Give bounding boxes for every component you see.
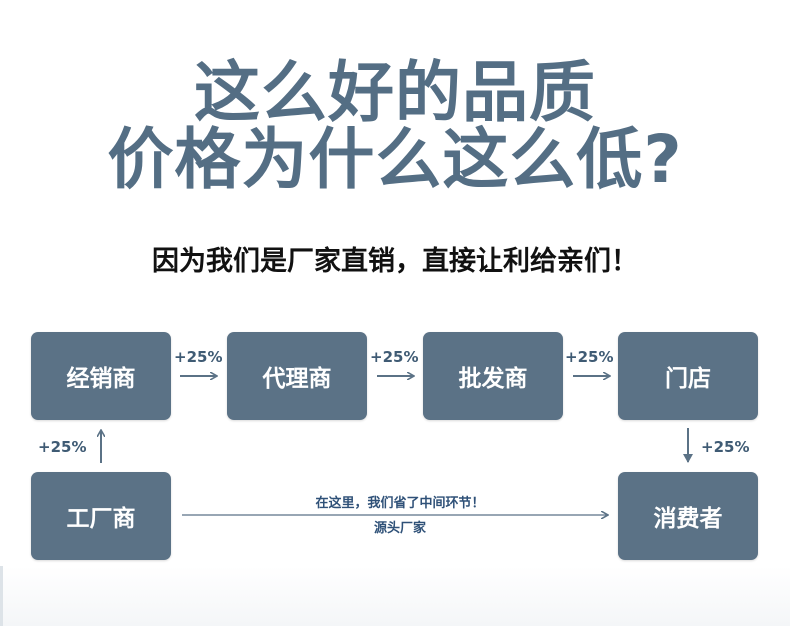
markup-factory-distributor: +25% bbox=[38, 438, 87, 456]
direct-path-caption: 源头厂家 bbox=[373, 521, 426, 536]
subtitle: 因为我们是厂家直销，直接让利给亲们！ bbox=[152, 246, 638, 277]
headline-line-2: 价格为什么这么低? bbox=[107, 121, 683, 198]
node-store: 门店 bbox=[618, 332, 758, 420]
markup-wholesaler-store: +25% bbox=[565, 348, 614, 366]
node-wholesaler: 批发商 bbox=[423, 332, 563, 420]
bottom-band bbox=[0, 566, 790, 626]
direct-path-note: 在这里，我们省了中间环节！ bbox=[315, 496, 485, 511]
node-agent: 代理商 bbox=[227, 332, 367, 420]
markup-store-consumer: +25% bbox=[701, 438, 750, 456]
markup-distributor-agent: +25% bbox=[174, 348, 223, 366]
node-distributor: 经销商 bbox=[31, 332, 171, 420]
headline-line-1: 这么好的品质 bbox=[194, 54, 596, 131]
left-edge-strip bbox=[0, 566, 3, 626]
node-consumer: 消费者 bbox=[618, 472, 758, 560]
markup-agent-wholesaler: +25% bbox=[370, 348, 419, 366]
node-factory: 工厂商 bbox=[31, 472, 171, 560]
